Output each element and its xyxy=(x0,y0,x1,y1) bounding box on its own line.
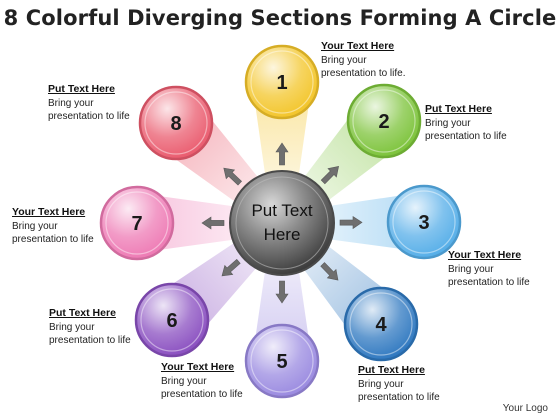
section-7-text-line2: presentation to life xyxy=(12,234,94,245)
page-title: 8 Colorful Diverging Sections Forming A … xyxy=(3,6,557,30)
section-8-number: 8 xyxy=(170,113,181,135)
section-4-heading: Put Text Here xyxy=(358,364,425,376)
section-3-text-line2: presentation to life xyxy=(448,277,530,288)
center-text-line2: Here xyxy=(264,225,301,244)
section-3-sphere: 3 xyxy=(386,184,462,260)
arrow-1 xyxy=(275,142,289,166)
arrow-4 xyxy=(320,262,339,281)
section-2-label: Put Text Here Bring your presentation to… xyxy=(425,103,507,144)
section-5-text-line1: Bring your xyxy=(161,375,207,387)
section-5-heading: Your Text Here xyxy=(161,361,235,373)
section-3-label: Your Text Here Bring your presentation t… xyxy=(448,249,530,290)
section-1-sphere: 1 xyxy=(244,44,320,120)
section-2-text-line2: presentation to life xyxy=(425,131,507,142)
section-4-text-line1: Bring your xyxy=(358,378,404,390)
section-4-number: 4 xyxy=(375,314,387,336)
center-text-line1: Put Text xyxy=(251,201,312,220)
center-circle: Put Text Here xyxy=(229,170,335,276)
section-7-label: Your Text Here Bring your presentation t… xyxy=(12,206,94,247)
section-4-text-line2: presentation to life xyxy=(358,392,440,403)
arrow-8 xyxy=(223,167,243,186)
section-3-number: 3 xyxy=(418,212,429,234)
section-6-sphere: 6 xyxy=(134,282,210,358)
section-2-sphere: 2 xyxy=(346,83,422,159)
section-6-text-line1: Bring your xyxy=(49,321,95,333)
section-4-sphere: 4 xyxy=(343,286,419,362)
section-5-sphere: 5 xyxy=(244,323,320,399)
section-6-heading: Put Text Here xyxy=(49,307,116,319)
section-5-text-line2: presentation to life xyxy=(161,389,243,400)
section-5-number: 5 xyxy=(276,351,287,373)
section-7-sphere: 7 xyxy=(99,185,175,261)
section-2-heading: Put Text Here xyxy=(425,103,492,115)
section-4-label: Put Text Here Bring your presentation to… xyxy=(358,364,440,405)
section-1-heading: Your Text Here xyxy=(321,40,395,52)
section-6-text-line2: presentation to life xyxy=(49,335,131,346)
section-8-text-line2: presentation to life xyxy=(48,111,130,122)
section-8-label: Put Text Here Bring your presentation to… xyxy=(48,83,130,124)
section-1-number: 1 xyxy=(276,72,287,94)
section-2-number: 2 xyxy=(378,111,389,133)
arrow-5 xyxy=(275,280,289,304)
arrow-2 xyxy=(320,166,339,185)
section-8-sphere: 8 xyxy=(138,85,214,161)
logo-text: Your Logo xyxy=(502,403,548,414)
section-1-label: Your Text Here Bring your presentation t… xyxy=(321,40,406,81)
section-2-text-line1: Bring your xyxy=(425,117,471,129)
arrow-3 xyxy=(339,215,363,230)
section-8-heading: Put Text Here xyxy=(48,83,115,95)
section-3-text-line1: Bring your xyxy=(448,263,494,275)
arrow-7 xyxy=(201,216,225,230)
section-7-text-line1: Bring your xyxy=(12,220,58,232)
section-7-heading: Your Text Here xyxy=(12,206,86,218)
section-7-number: 7 xyxy=(131,213,142,235)
section-6-label: Put Text Here Bring your presentation to… xyxy=(49,307,131,348)
arrow-6 xyxy=(221,258,241,277)
section-1-text-line1: Bring your xyxy=(321,54,367,66)
section-5-label: Your Text Here Bring your presentation t… xyxy=(161,361,243,402)
section-8-text-line1: Bring your xyxy=(48,97,94,109)
section-1-text-line2: presentation to life. xyxy=(321,68,406,79)
section-3-heading: Your Text Here xyxy=(448,249,522,261)
section-6-number: 6 xyxy=(166,310,177,332)
